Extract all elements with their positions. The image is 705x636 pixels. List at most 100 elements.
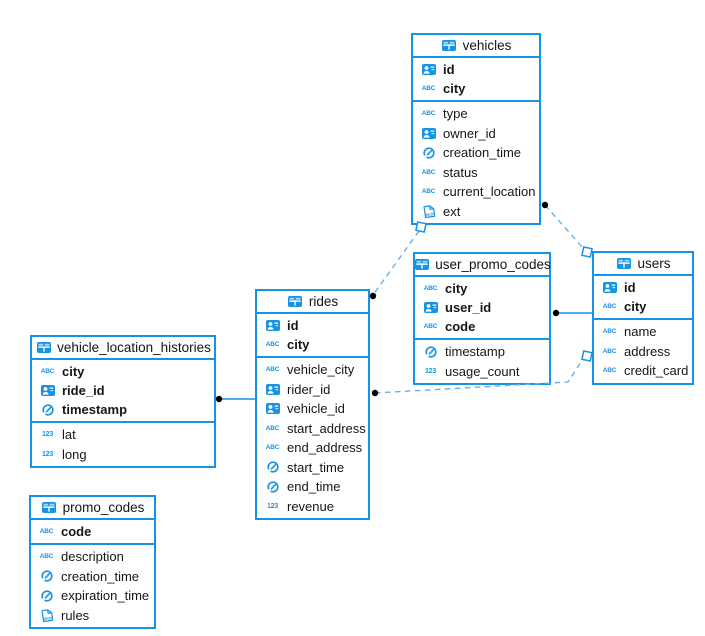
abc-text-icon: ABC: [421, 188, 436, 196]
user-id-icon: [601, 282, 618, 293]
table-fields: ABC description creation_time expiration…: [31, 545, 154, 627]
field-row[interactable]: 123 revenue: [257, 497, 368, 517]
field-row[interactable]: ABC status: [413, 163, 539, 183]
field-row[interactable]: creation_time: [413, 143, 539, 163]
field-row[interactable]: id: [413, 60, 539, 79]
abc-text-icon: ABC: [421, 168, 436, 176]
field-row[interactable]: ABC name: [594, 322, 692, 342]
user-id-icon: [422, 302, 439, 313]
table-name: promo_codes: [62, 500, 145, 515]
table-name: vehicles: [462, 38, 512, 53]
table-header[interactable]: vehicles: [413, 35, 539, 58]
field-row[interactable]: user_id: [415, 298, 549, 317]
table-node-rides[interactable]: rides id ABC city ABC vehicle_city rider…: [255, 289, 370, 520]
table-node-vehicles[interactable]: vehicles id ABC city ABC type owner_id c…: [411, 33, 541, 225]
field-row[interactable]: timestamp: [32, 400, 214, 419]
svg-text:JSON: JSON: [42, 616, 53, 621]
relation-dot-marker: [552, 309, 560, 317]
field-row[interactable]: JSON ext: [413, 202, 539, 222]
abc-text-icon: ABC: [40, 368, 55, 375]
field-row[interactable]: creation_time: [31, 567, 154, 587]
table-header[interactable]: user_promo_codes: [414, 254, 551, 277]
field-label: user_id: [445, 300, 492, 315]
clock-icon: [420, 147, 437, 159]
field-row[interactable]: rider_id: [257, 380, 368, 400]
table-node-promo_codes[interactable]: promo_codes ABC code ABC description cre…: [29, 495, 156, 629]
field-label: start_address: [287, 420, 366, 436]
field-row[interactable]: vehicle_id: [257, 399, 368, 419]
field-row[interactable]: ABC vehicle_city: [257, 360, 368, 380]
relation-dot-marker: [541, 201, 549, 209]
field-row[interactable]: JSON rules: [31, 606, 154, 626]
field-label: rules: [61, 607, 90, 623]
field-row[interactable]: ABC credit_card: [594, 361, 692, 381]
number-123-icon: 123: [424, 367, 437, 375]
field-row[interactable]: ABC city: [594, 297, 692, 316]
field-label: city: [62, 364, 85, 379]
table-node-users[interactable]: users id ABC city ABC name ABC address A…: [592, 251, 694, 385]
field-row[interactable]: id: [257, 316, 368, 335]
field-row[interactable]: timestamp: [415, 342, 549, 362]
field-row[interactable]: ABC end_address: [257, 438, 368, 458]
table-name: vehicle_location_histories: [57, 340, 211, 355]
field-row[interactable]: ABC code: [415, 317, 549, 336]
table-header[interactable]: users: [594, 253, 692, 276]
field-row[interactable]: ABC city: [32, 362, 214, 381]
field-row[interactable]: ABC code: [31, 522, 154, 541]
field-row[interactable]: ABC current_location: [413, 182, 539, 202]
field-label: city: [624, 299, 647, 314]
user-id-icon: [264, 320, 281, 331]
field-row[interactable]: start_time: [257, 458, 368, 478]
clock-icon: [39, 403, 56, 416]
abc-text-icon: ABC: [421, 85, 436, 92]
user-id-icon: [264, 383, 281, 395]
abc-text-icon: ABC: [265, 424, 280, 432]
table-name: user_promo_codes: [435, 257, 551, 272]
field-label: usage_count: [445, 363, 520, 379]
field-label: creation_time: [443, 145, 522, 161]
field-row[interactable]: ABC type: [413, 104, 539, 124]
clock-icon: [264, 461, 281, 473]
clock-icon: [38, 570, 55, 582]
field-row[interactable]: id: [594, 278, 692, 297]
field-row[interactable]: 123 lat: [32, 425, 214, 445]
table-header[interactable]: promo_codes: [31, 497, 154, 520]
field-row[interactable]: ABC city: [413, 79, 539, 98]
field-row[interactable]: ABC address: [594, 342, 692, 362]
field-row[interactable]: owner_id: [413, 124, 539, 144]
number-123-icon: 123: [41, 431, 54, 439]
field-label: id: [624, 280, 636, 295]
field-label: current_location: [443, 184, 536, 200]
field-label: status: [443, 164, 478, 180]
field-label: start_time: [287, 459, 345, 475]
table-node-user_promo_codes[interactable]: user_promo_codes ABC city user_id ABC co…: [413, 252, 551, 385]
table-node-vehicle_location_histories[interactable]: vehicle_location_histories ABC city ride…: [30, 335, 216, 468]
json-doc-icon: JSON: [38, 609, 55, 622]
clock-icon: [422, 346, 439, 358]
field-row[interactable]: 123 long: [32, 445, 214, 465]
field-label: expiration_time: [61, 588, 150, 604]
table-fields: ABC type owner_id creation_time ABC stat…: [413, 102, 539, 223]
field-label: vehicle_id: [287, 401, 345, 417]
table-icon: [615, 258, 632, 269]
table-fields: 123 lat 123 long: [32, 423, 214, 466]
field-row[interactable]: ride_id: [32, 381, 214, 400]
relation-line-vehicles-users[interactable]: [544, 204, 584, 249]
field-label: code: [61, 524, 92, 539]
table-icon: [287, 296, 304, 307]
field-row[interactable]: 123 usage_count: [415, 362, 549, 382]
field-row[interactable]: ABC city: [257, 335, 368, 354]
field-row[interactable]: ABC city: [415, 279, 549, 298]
field-row[interactable]: ABC description: [31, 547, 154, 567]
field-row[interactable]: expiration_time: [31, 586, 154, 606]
table-name: users: [637, 256, 671, 271]
field-label: end_address: [287, 440, 363, 456]
table-header[interactable]: rides: [257, 291, 368, 314]
table-fields: ABC name ABC address ABC credit_card: [594, 320, 692, 383]
field-row[interactable]: end_time: [257, 477, 368, 497]
table-header[interactable]: vehicle_location_histories: [32, 337, 214, 360]
table-key-fields: id ABC city: [594, 276, 692, 320]
table-fields: timestamp 123 usage_count: [415, 340, 549, 383]
field-row[interactable]: ABC start_address: [257, 419, 368, 439]
